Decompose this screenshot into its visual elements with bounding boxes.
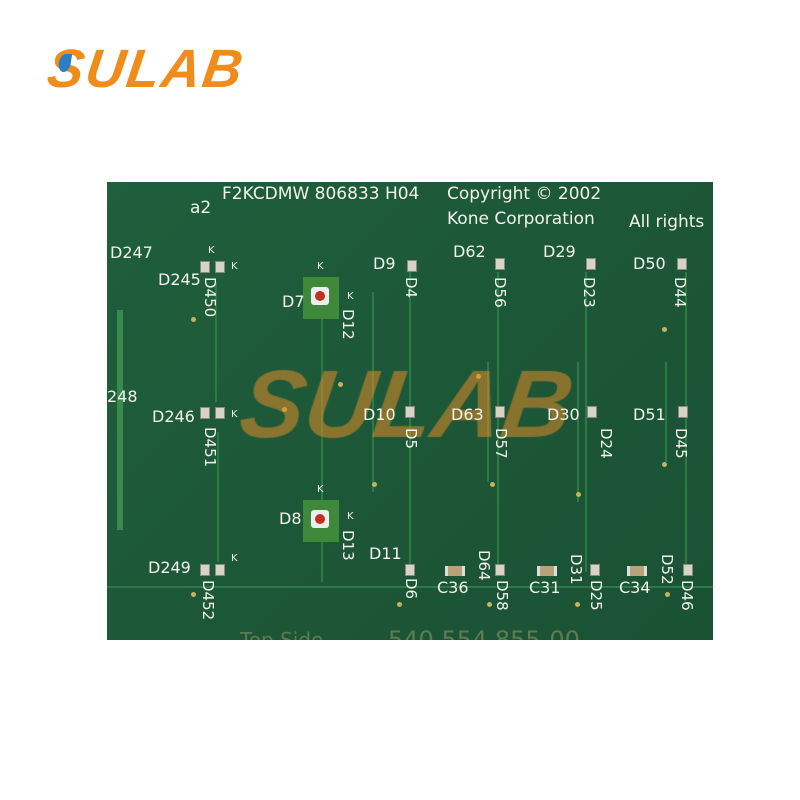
component-label: D246 (152, 407, 195, 426)
component-label: D11 (369, 544, 402, 563)
component-label: D64 (475, 550, 493, 581)
component-label: D451 (201, 427, 219, 468)
revision-label: a2 (190, 198, 212, 218)
component-label: D6 (402, 578, 420, 600)
component-label: D63 (451, 405, 484, 424)
component-label: D9 (373, 254, 396, 273)
side-label: Top Side (240, 628, 324, 640)
component-label: D25 (587, 580, 605, 611)
board-number-label: 540 554 855-00 (388, 626, 580, 640)
pcb-board: a2 F2KCDMW 806833 H04 Copyright © 2002 K… (107, 182, 713, 640)
component-label: D247 (110, 243, 153, 262)
sulab-logo: SULAB (44, 38, 249, 100)
cathode-mark: K (231, 261, 238, 272)
copyright-label: Copyright © 2002 (447, 184, 602, 204)
rights-label: All rights (629, 212, 705, 232)
component-label: D58 (493, 580, 511, 611)
component-label: D50 (633, 254, 666, 273)
part-number-label: F2KCDMW 806833 H04 (222, 184, 420, 204)
component-label: D5 (402, 428, 420, 450)
cathode-mark: K (208, 245, 215, 256)
cathode-mark: K (317, 261, 324, 272)
component-label: D12 (339, 309, 357, 340)
component-label: D56 (491, 277, 509, 308)
component-label: D46 (678, 580, 696, 611)
component-label: D57 (492, 428, 510, 459)
component-label: C36 (437, 578, 469, 597)
component-label: C31 (529, 578, 561, 597)
component-label: D452 (199, 580, 217, 621)
cathode-mark: K (347, 291, 354, 302)
component-label: D13 (339, 530, 357, 561)
component-label: D8 (279, 509, 302, 528)
logo-text: SULAB (43, 39, 249, 99)
component-label: D249 (148, 558, 191, 577)
cathode-mark: K (347, 511, 354, 522)
cathode-mark: K (231, 409, 238, 420)
component-label: D23 (580, 277, 598, 308)
component-label: D4 (402, 277, 420, 299)
component-label: D245 (158, 270, 201, 289)
component-label: D10 (363, 405, 396, 424)
component-label: D51 (633, 405, 666, 424)
component-label: D30 (547, 405, 580, 424)
component-label: C34 (619, 578, 651, 597)
component-label: D24 (597, 428, 615, 459)
component-label: D52 (658, 554, 676, 585)
component-label: D44 (671, 277, 689, 308)
component-label: D450 (201, 277, 219, 318)
component-label: 248 (107, 387, 138, 406)
company-label: Kone Corporation (447, 209, 595, 229)
led-d8 (303, 500, 339, 542)
cathode-mark: K (317, 484, 324, 495)
cathode-mark: K (231, 553, 238, 564)
component-label: D31 (567, 554, 585, 585)
component-label: D29 (543, 242, 576, 261)
component-label: D45 (672, 428, 690, 459)
component-label: D7 (282, 292, 305, 311)
component-label: D62 (453, 242, 486, 261)
led-d7 (303, 277, 339, 319)
